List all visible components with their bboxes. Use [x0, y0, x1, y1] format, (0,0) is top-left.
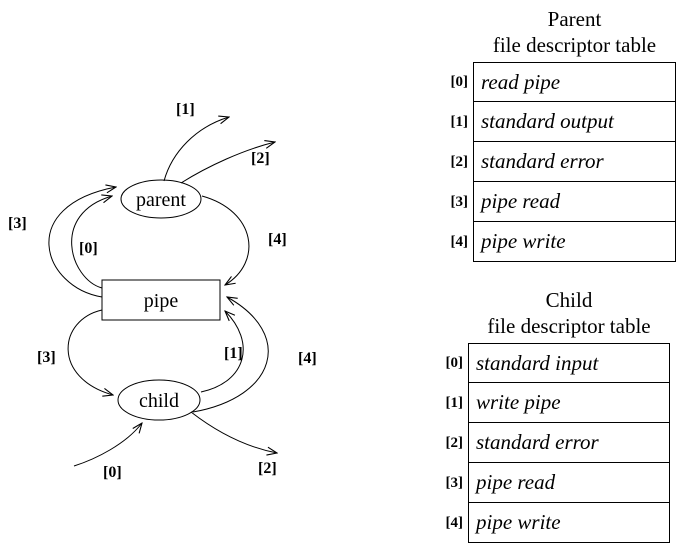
- pipe-node-label: pipe: [143, 290, 179, 312]
- child-fd0-label: [0]: [103, 464, 122, 481]
- parent-fd2-label: [2]: [251, 150, 270, 167]
- arrow-stdin-to-child-fd0: [73, 423, 142, 467]
- arrow-pipe-to-parent-fd3: [48, 187, 116, 298]
- parent-table-title-line1: Parent: [547, 7, 602, 31]
- fd-index: [0]: [450, 74, 469, 90]
- fd-index: [2]: [445, 435, 464, 451]
- fd-index: [1]: [445, 395, 464, 411]
- table-row: [4] pipe write: [434, 503, 670, 543]
- fd-value: standard error: [473, 142, 676, 182]
- arrow-pipe-to-parent-fd0: [71, 196, 112, 289]
- fd-index: [3]: [445, 475, 464, 491]
- table-row: [1] write pipe: [434, 383, 670, 423]
- parent-node-label: parent: [136, 189, 186, 211]
- arrow-child-to-pipe-fd1: [200, 311, 244, 393]
- pipe-node-rect: [101, 279, 221, 321]
- parent-fd3-label: [3]: [8, 215, 27, 232]
- child-node-label: child: [139, 390, 179, 412]
- fd-index: [4]: [445, 515, 464, 531]
- fd-value: pipe write: [468, 503, 670, 543]
- table-row: [4] pipe write: [439, 222, 676, 262]
- parent-table-title: Parent file descriptor table: [473, 6, 676, 58]
- parent-fd-table: [0] read pipe [1] standard output [2] st…: [439, 62, 676, 262]
- fd-value: pipe write: [473, 222, 676, 262]
- fd-value: pipe read: [468, 463, 670, 503]
- fd-index: [0]: [445, 355, 464, 371]
- arrow-parent-to-pipe-fd4: [201, 195, 250, 285]
- arrow-child-to-pipe-fd4: [192, 297, 269, 413]
- table-row: [0] read pipe: [439, 62, 676, 102]
- fd-value: standard error: [468, 423, 670, 463]
- fd-value: read pipe: [473, 62, 676, 102]
- parent-fd4-label: [4]: [268, 231, 287, 248]
- child-table-title-line2: file descriptor table: [487, 314, 651, 338]
- fd-index: [4]: [450, 234, 469, 250]
- child-table-title-line1: Child: [545, 288, 593, 312]
- fd-value: write pipe: [468, 383, 670, 423]
- child-fd2-label: [2]: [258, 460, 277, 477]
- fd-value: standard output: [473, 102, 676, 142]
- arrow-child-fd2-stderr: [190, 411, 277, 453]
- table-row: [3] pipe read: [439, 182, 676, 222]
- parent-node-ellipse: [120, 179, 202, 219]
- parent-fd0-label: [0]: [79, 240, 98, 257]
- parent-table-title-line2: file descriptor table: [492, 33, 657, 57]
- child-fd-table: [0] standard input [1] write pipe [2] st…: [434, 343, 670, 543]
- table-row: [2] standard error: [439, 142, 676, 182]
- table-row: [0] standard input: [434, 343, 670, 383]
- fd-index: [1]: [450, 114, 469, 130]
- arrow-pipe-to-child-fd3: [67, 309, 113, 395]
- child-node-ellipse: [117, 379, 201, 421]
- table-row: [2] standard error: [434, 423, 670, 463]
- child-table-title: Child file descriptor table: [468, 287, 670, 339]
- child-fd1-label: [1]: [224, 345, 243, 362]
- child-fd4-label: [4]: [298, 350, 317, 367]
- table-row: [3] pipe read: [434, 463, 670, 503]
- fd-value: pipe read: [473, 182, 676, 222]
- fd-index: [3]: [450, 194, 469, 210]
- arrow-parent-fd2-stderr: [180, 142, 275, 184]
- parent-fd1-label: [1]: [176, 101, 195, 118]
- fd-index: [2]: [450, 154, 469, 170]
- table-row: [1] standard output: [439, 102, 676, 142]
- arrow-parent-fd1-stdout: [163, 117, 229, 182]
- fd-value: standard input: [468, 343, 670, 383]
- child-fd3-label: [3]: [37, 349, 56, 366]
